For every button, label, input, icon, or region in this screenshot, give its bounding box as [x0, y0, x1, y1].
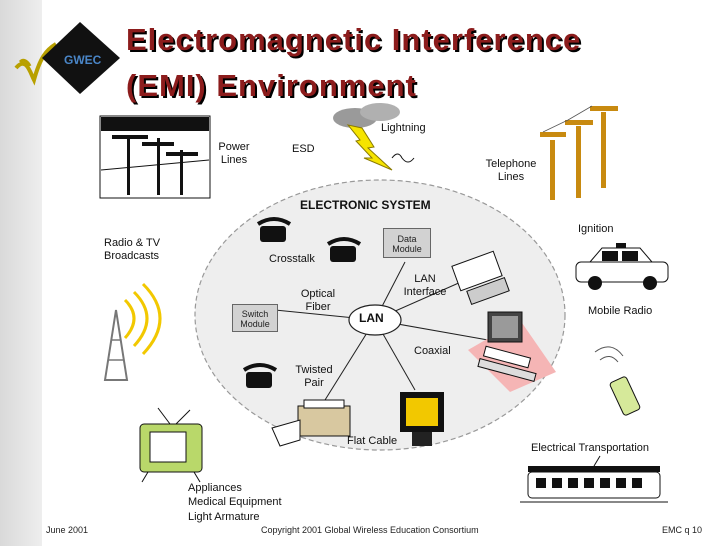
tram-icon: [520, 456, 668, 502]
label-power-lines: Power Lines: [215, 141, 253, 167]
label-coaxial: Coaxial: [414, 345, 451, 358]
label-flat-cable: Flat Cable: [347, 435, 397, 448]
label-medical-equipment: Medical Equipment: [188, 496, 282, 509]
tv-appliance-icon: [140, 408, 202, 482]
label-twisted-pair: Twisted Pair: [292, 364, 336, 390]
lightning-icon: [333, 103, 400, 170]
switch-module: Switch Module: [232, 304, 278, 332]
label-light-armature: Light Armature: [188, 511, 260, 524]
power-lines-icon: [100, 116, 210, 198]
esd-spark-icon: [392, 154, 414, 162]
label-radio-tv: Radio & TV Broadcasts: [104, 237, 172, 263]
label-esd: ESD: [292, 143, 315, 156]
data-module: Data Module: [383, 228, 431, 258]
label-appliances: Appliances: [188, 482, 242, 495]
footer-page: EMC q 10: [662, 525, 702, 535]
label-optical-fiber: Optical Fiber: [298, 288, 338, 314]
label-electrical-transportation: Electrical Transportation: [531, 442, 649, 455]
telephone-poles-icon: [540, 106, 618, 200]
label-lan: LAN: [359, 312, 384, 325]
car-icon: [576, 243, 668, 290]
footer-copyright: Copyright 2001 Global Wireless Education…: [261, 525, 479, 535]
label-lightning: Lightning: [381, 122, 426, 135]
radio-tower-icon: [105, 284, 160, 380]
footer-date: June 2001: [46, 525, 88, 535]
label-crosstalk: Crosstalk: [269, 253, 315, 266]
label-ignition: Ignition: [578, 223, 613, 236]
label-telephone-lines: Telephone Lines: [480, 158, 542, 184]
label-mobile-radio: Mobile Radio: [588, 305, 652, 318]
label-electronic-system: ELECTRONIC SYSTEM: [300, 199, 431, 212]
label-lan-interface: LAN Interface: [400, 273, 450, 299]
mobile-radio-icon: [595, 347, 641, 416]
